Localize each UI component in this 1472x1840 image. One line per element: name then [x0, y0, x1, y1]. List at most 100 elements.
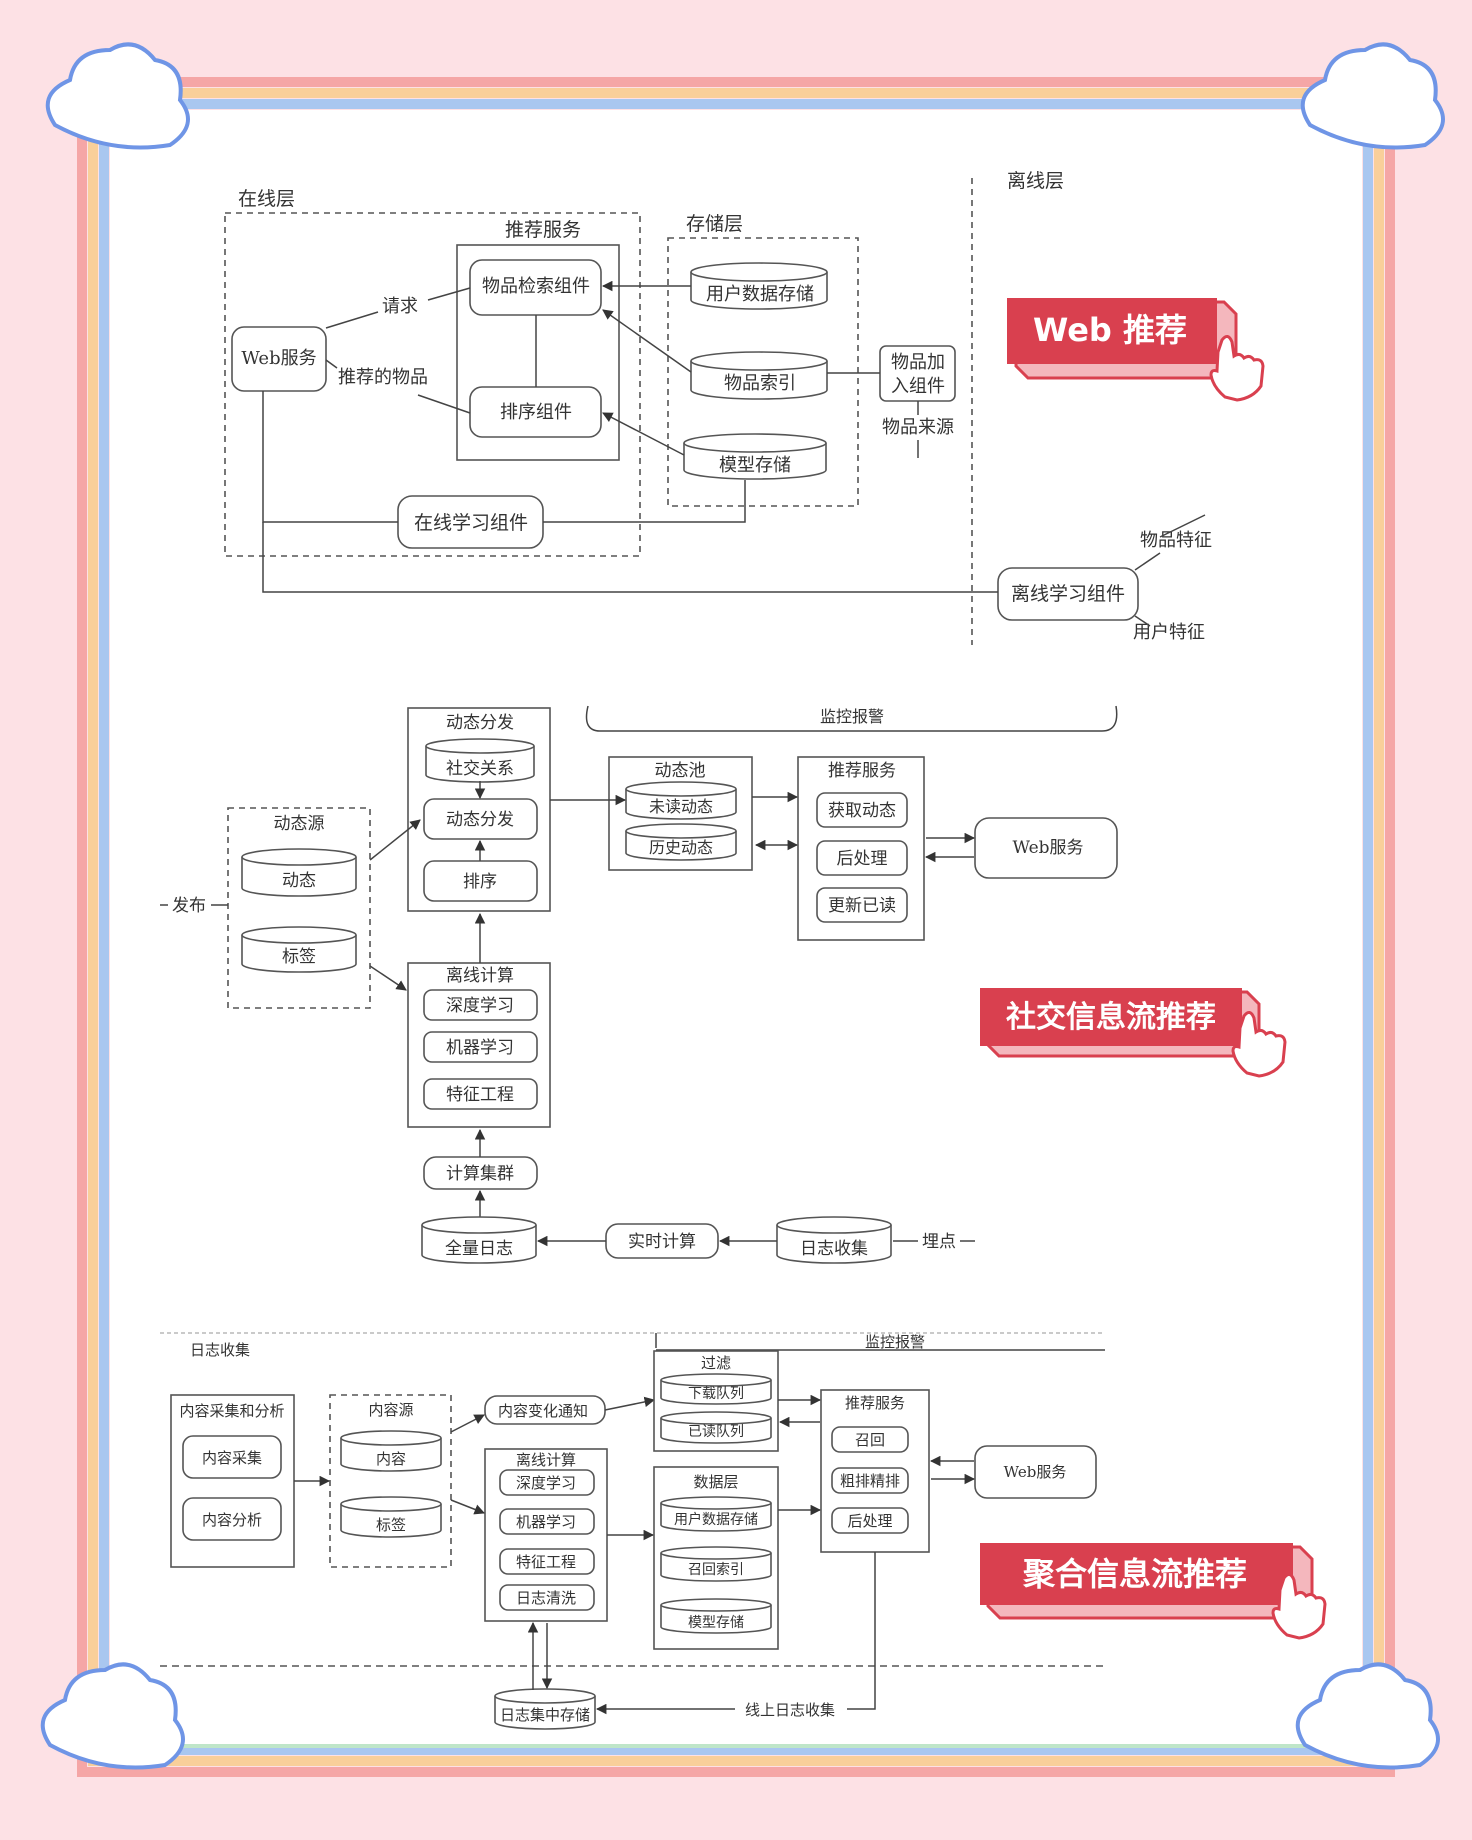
recommended-items-label: 推荐的物品: [338, 367, 428, 388]
d2-dispatch-title: 动态分发: [446, 713, 514, 733]
d2-fetch-node: [816, 792, 908, 828]
d3-deep-learning-node: [499, 1469, 595, 1496]
d3-coarse-fine-node: [831, 1467, 909, 1494]
d3-collect-box: [170, 1394, 295, 1568]
item-retrieval-label: 物品检索组件: [482, 276, 590, 297]
d3-offline-title: 离线计算: [516, 1451, 576, 1469]
svg-text:动态分发: 动态分发: [446, 810, 514, 830]
hand-cursor-icon: [1231, 1011, 1287, 1078]
d2-update-read-node: [816, 887, 908, 923]
d3-postprocess-node: [831, 1507, 909, 1534]
cloud-icon: [1295, 1662, 1440, 1770]
d2-history-cylinder: 历史动态: [625, 823, 737, 861]
d3-download-queue-cylinder: 下载队列: [660, 1373, 772, 1405]
d2-full-log-cylinder: 全量日志: [421, 1216, 537, 1264]
d3-model-storage-cylinder: 模型存储: [660, 1598, 772, 1634]
svg-text:内容: 内容: [376, 1450, 406, 1468]
diagram-aggregate-feed: 日志收集 监控报警 内容采集和分析 内容采集 内容分析 内容源 内容 标签 内容…: [160, 1332, 1105, 1730]
svg-text:Web服务: Web服务: [1012, 838, 1083, 858]
svg-text:实时计算: 实时计算: [628, 1232, 696, 1252]
d3-recall-node: [831, 1426, 909, 1453]
svg-text:已读队列: 已读队列: [688, 1423, 744, 1440]
svg-text:机器学习: 机器学习: [516, 1513, 576, 1531]
svg-text:社交关系: 社交关系: [446, 759, 514, 779]
item-add-label-2: 入组件: [891, 376, 945, 397]
online-learning-label: 在线学习组件: [414, 512, 528, 534]
svg-text:标签: 标签: [282, 947, 316, 967]
svg-text:排序: 排序: [463, 872, 497, 892]
d3-web-service-node: [974, 1445, 1097, 1499]
d3-source-title: 内容源: [368, 1401, 413, 1419]
svg-text:内容采集: 内容采集: [202, 1449, 262, 1467]
hand-cursor-icon: [1271, 1573, 1327, 1640]
d2-log-collect-cylinder: 日志收集: [776, 1216, 892, 1264]
item-source-label: 物品来源: [882, 417, 954, 438]
d2-source-box: [227, 807, 371, 1009]
svg-text:下载队列: 下载队列: [688, 1386, 744, 1402]
svg-text:特征工程: 特征工程: [516, 1553, 576, 1571]
svg-text:机器学习: 机器学习: [446, 1038, 514, 1058]
web-service-node: [231, 326, 327, 392]
social-banner-text: 社交信息流推荐: [1006, 1000, 1216, 1035]
svg-text:特征工程: 特征工程: [446, 1085, 514, 1105]
offline-layer-label: 离线层: [1007, 170, 1064, 192]
d2-web-service-node: [974, 817, 1118, 879]
d3-rec-service-title: 推荐服务: [845, 1394, 905, 1412]
svg-text:后处理: 后处理: [847, 1512, 892, 1530]
d3-monitor-label: 监控报警: [865, 1333, 925, 1351]
d2-postprocess-node: [816, 840, 908, 876]
svg-text:深度学习: 深度学习: [516, 1474, 576, 1492]
svg-text:标签: 标签: [376, 1516, 406, 1534]
online-layer-label: 在线层: [238, 188, 295, 210]
svg-text:内容分析: 内容分析: [202, 1511, 262, 1529]
web-banner-text: Web 推荐: [1033, 311, 1187, 349]
svg-text:Web服务: Web服务: [1004, 1463, 1067, 1481]
d3-tag-cylinder: 标签: [340, 1496, 442, 1538]
d3-collect-title: 内容采集和分析: [179, 1402, 284, 1420]
svg-text:更新已读: 更新已读: [828, 896, 896, 916]
d3-machine-learning-node: [499, 1508, 595, 1535]
d3-log-clean-node: [499, 1584, 595, 1611]
d2-tag-cylinder: 标签: [241, 926, 357, 973]
social-feed-banner: 社交信息流推荐: [980, 988, 1287, 1078]
d2-machine-learning-node: [423, 1031, 538, 1063]
storage-layer-box: [667, 237, 859, 507]
d3-feature-eng-node: [499, 1548, 595, 1575]
svg-text:模型存储: 模型存储: [688, 1615, 744, 1631]
web-recommendation-banner: Web 推荐: [1007, 298, 1265, 402]
svg-text:模型存储: 模型存储: [719, 455, 791, 476]
cloud-icon: [1300, 42, 1445, 150]
d3-read-queue-cylinder: 已读队列: [660, 1411, 772, 1444]
ranking-label: 排序组件: [500, 402, 572, 423]
d3-online-log-label: 线上日志收集: [745, 1701, 835, 1719]
d3-filter-title: 过滤: [701, 1354, 731, 1372]
d2-source-title: 动态源: [274, 814, 325, 834]
svg-text:用户数据存储: 用户数据存储: [674, 1511, 758, 1528]
svg-text:后处理: 后处理: [837, 849, 888, 869]
online-layer-box: [224, 212, 641, 557]
d3-data-layer-title: 数据层: [693, 1473, 738, 1491]
cloud-icon: [45, 42, 190, 150]
svg-text:日志收集: 日志收集: [800, 1239, 868, 1259]
web-service-label: Web服务: [241, 348, 316, 369]
diagram-web-recommendation: 在线层 离线层 推荐服务 存储层 Web服务 物品检索组件 排序组件 用户数据存…: [224, 170, 1212, 645]
d2-deep-learning-node: [423, 989, 538, 1021]
svg-text:获取动态: 获取动态: [828, 801, 896, 821]
aggregate-banner-text: 聚合信息流推荐: [1022, 1555, 1247, 1593]
d3-user-data-cylinder: 用户数据存储: [660, 1496, 772, 1532]
d2-social-relation-cylinder: 社交关系: [425, 738, 535, 783]
hand-cursor-icon: [1209, 335, 1265, 402]
user-data-storage-cylinder: 用户数据存储: [690, 262, 828, 310]
svg-text:历史动态: 历史动态: [649, 838, 713, 857]
item-features-label: 物品特征: [1140, 530, 1212, 551]
d2-offline-title: 离线计算: [446, 966, 514, 986]
request-label: 请求: [382, 296, 418, 317]
d2-pool-title: 动态池: [655, 761, 706, 781]
d2-rec-service-title: 推荐服务: [828, 761, 896, 781]
item-add-label-1: 物品加: [891, 352, 945, 373]
d3-content-cylinder: 内容: [340, 1430, 442, 1472]
svg-text:用户数据存储: 用户数据存储: [706, 284, 814, 305]
d2-feature-eng-node: [423, 1078, 538, 1110]
aggregate-feed-banner: 聚合信息流推荐: [980, 1543, 1327, 1640]
